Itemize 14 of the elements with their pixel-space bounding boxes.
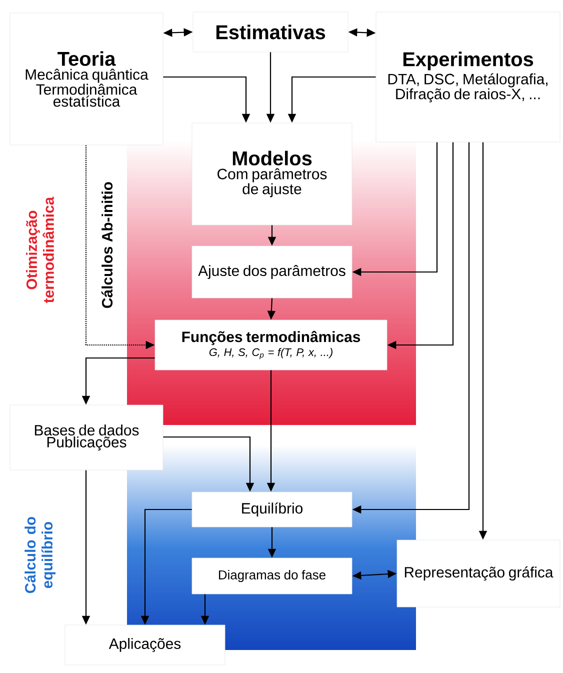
text-box: Representação gráfica [396,540,560,608]
edge-label: Cálculos Ab-initio [101,182,113,308]
text-box: Experimentos DTA, DSC, Metálografia, Difração de raios-X, ... [376,12,560,142]
process-box: Funções termodinâmicas G, H, S, C$_{p}$ = f(T, P, x, ...) [154,320,388,370]
text-box: Estimativas [192,12,348,52]
process-box: Equilíbrio [192,492,352,528]
side-label: Cálculo do equilíbrio [24,516,56,593]
text-box: Modelos Com parâmetros de ajuste [192,122,352,226]
text-box: Teoria Mecânica quântica Termodinâmica estatística [10,12,164,146]
text-box: Bases de dados Publicações [10,404,164,470]
side-label: Otimização termodinâmica [26,196,54,303]
text-box: Aplicações [64,624,226,666]
process-box: Diagramas do fase [192,558,352,594]
process-box: Ajuste dos parâmetros [192,246,352,298]
